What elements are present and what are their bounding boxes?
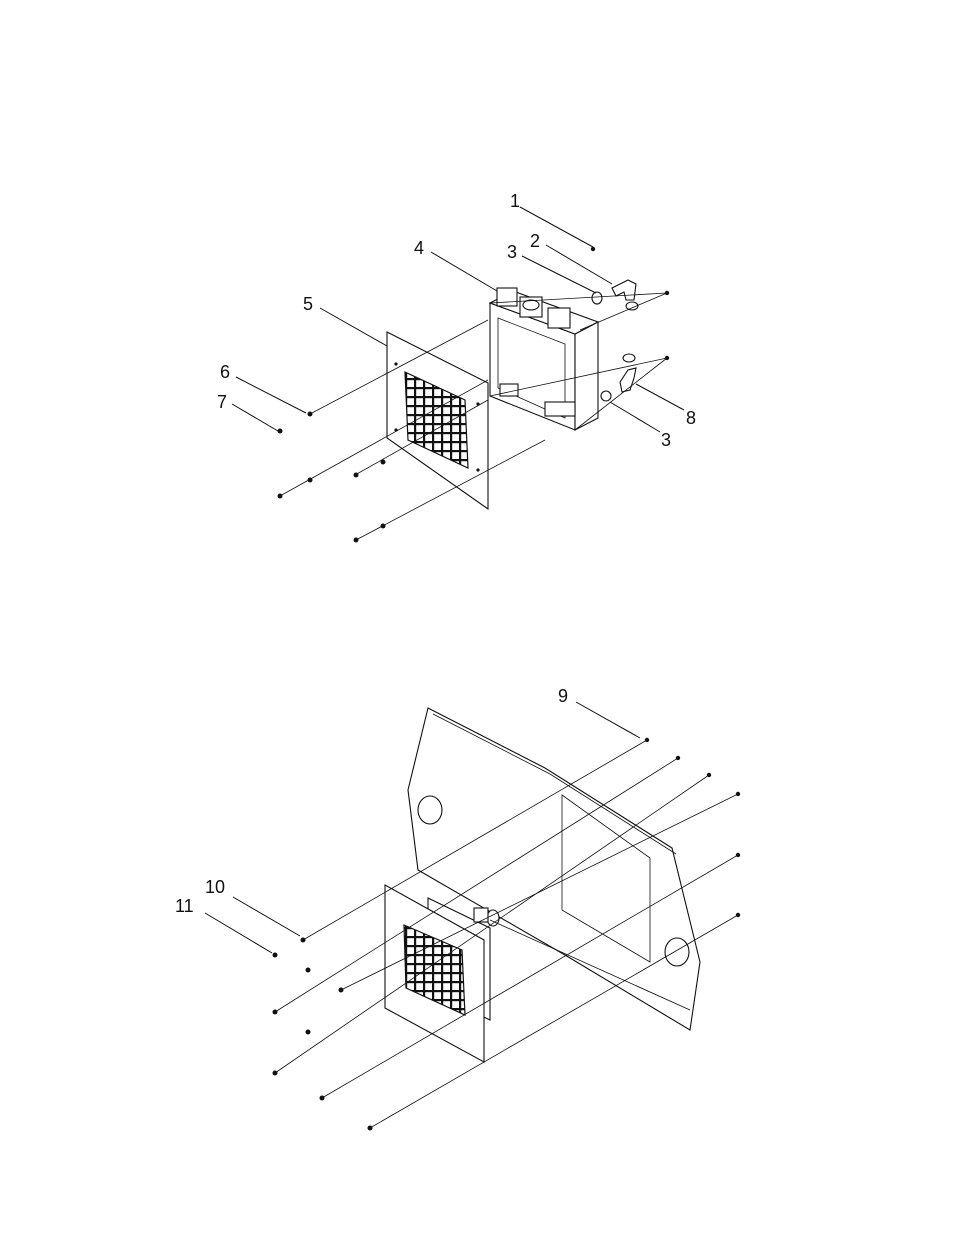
radiator-core [490,288,598,430]
lower-elbow-fitting [601,354,636,401]
callout-6: 6 [220,362,230,382]
bottom-assembly [205,702,740,1131]
callout-3-upper: 3 [507,242,517,262]
callout-9: 9 [558,686,568,706]
callout-4: 4 [414,238,424,258]
callout-10: 10 [205,877,225,897]
callout-2: 2 [530,231,540,251]
fan-shroud-panel [387,332,488,509]
top-assembly [232,207,684,543]
callout-3-lower: 3 [661,430,671,450]
callout-1: 1 [510,191,520,211]
callout-11: 11 [175,896,194,916]
callout-8: 8 [686,408,696,428]
callout-5: 5 [303,294,313,314]
callout-7: 7 [217,392,227,412]
